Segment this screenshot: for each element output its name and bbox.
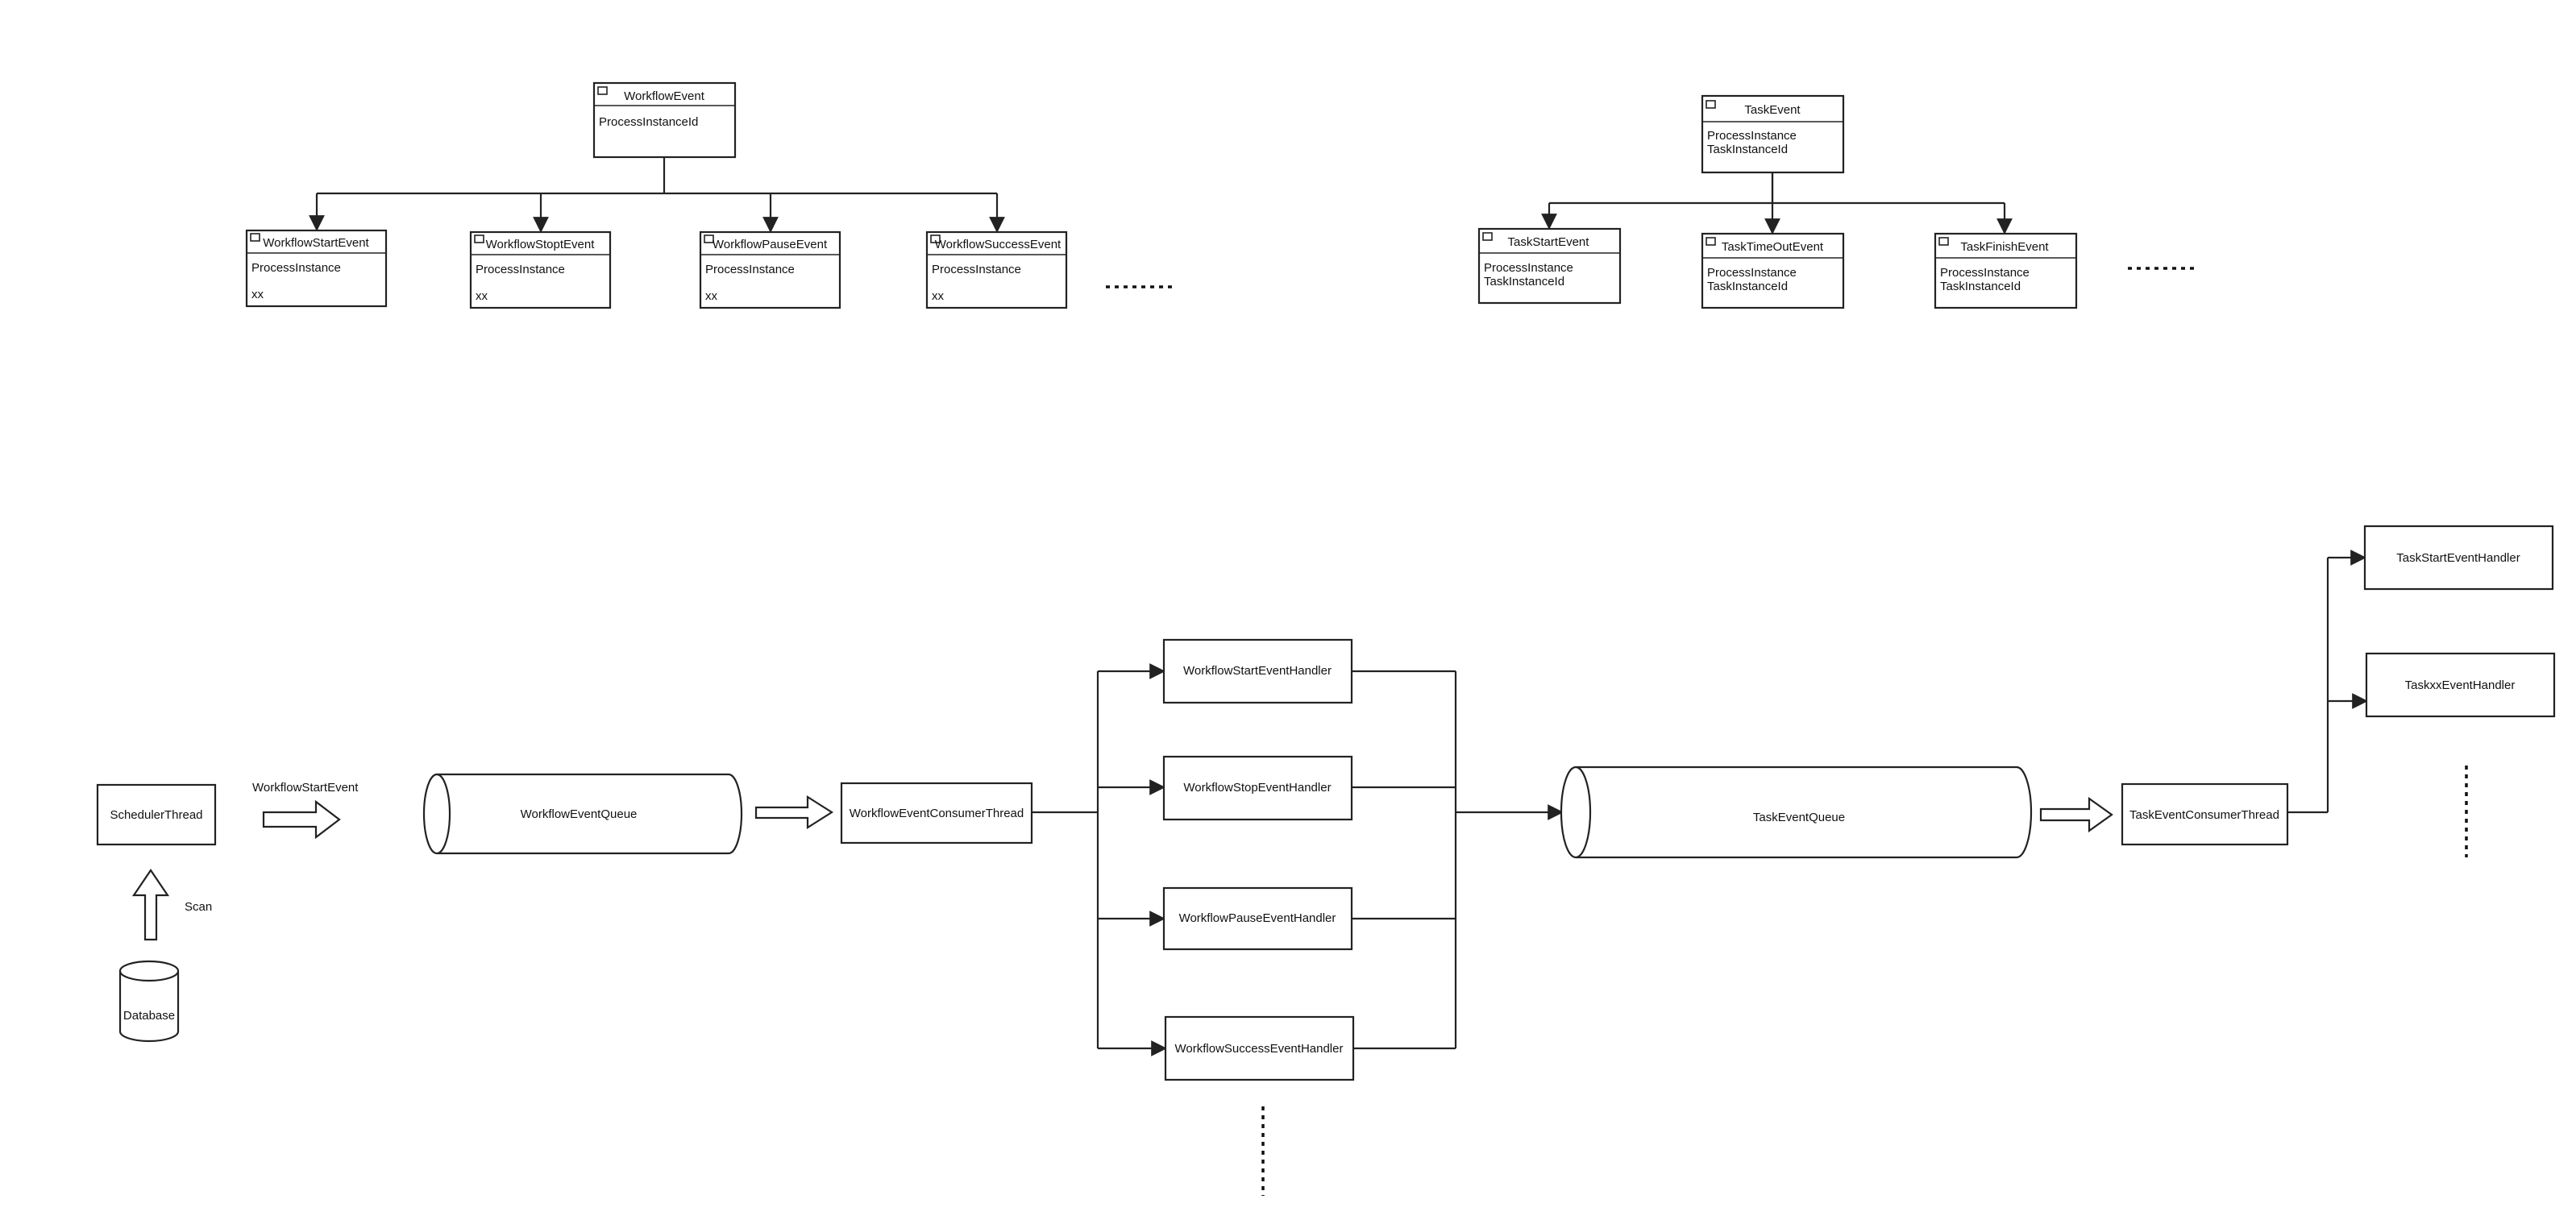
database-cylinder: Database: [118, 960, 180, 1043]
class-box-workflow-success-event: WorkflowSuccessEvent ProcessInstance xx: [925, 230, 1068, 309]
class-icon: [1938, 237, 1949, 246]
workflow-success-handler-node: WorkflowSuccessEventHandler: [1164, 1015, 1355, 1081]
class-box-task-finish-event: TaskFinishEvent ProcessInstance TaskInst…: [1934, 232, 2078, 309]
class-icon: [704, 234, 714, 243]
task-xx-handler-node: TaskxxEventHandler: [2365, 652, 2556, 718]
class-field: ProcessInstance: [932, 263, 1021, 276]
task-event-hierarchy: TaskEvent ProcessInstance TaskInstanceId…: [1477, 94, 2196, 309]
scheduler-thread-node: SchedulerThread: [96, 783, 217, 846]
class-box-workflow-event: WorkflowEvent ProcessInstanceId: [592, 81, 737, 159]
class-icon: [930, 234, 941, 243]
workflow-stop-handler-node: WorkflowStopEventHandler: [1162, 755, 1353, 821]
workflow-consumer-node: WorkflowEventConsumerThread: [840, 782, 1033, 844]
class-icon: [1706, 100, 1716, 109]
node-label: TaskEventConsumerThread: [2129, 808, 2279, 822]
node-label: SchedulerThread: [110, 808, 202, 822]
node-label: Database: [123, 1009, 175, 1023]
class-title: TaskFinishEvent: [1960, 240, 2049, 254]
event-flow: SchedulerThread Database Scan WorkflowSt…: [96, 525, 2556, 1196]
task-start-handler-node: TaskStartEventHandler: [2363, 525, 2554, 591]
right-arrow-icon: [2039, 796, 2113, 833]
edge-label: WorkflowStartEvent: [252, 781, 359, 795]
class-field: ProcessInstance: [1484, 261, 1573, 275]
class-title: WorkflowStoptEvent: [486, 238, 596, 251]
workflow-event-hierarchy: WorkflowEvent ProcessInstanceId Workflow…: [245, 81, 1175, 309]
class-field: xx: [932, 289, 945, 303]
right-arrow-icon: [754, 795, 834, 829]
class-field: xx: [705, 289, 718, 303]
class-field: xx: [476, 289, 488, 303]
class-box-task-start-event: TaskStartEvent ProcessInstance TaskInsta…: [1477, 227, 1622, 305]
class-title: WorkflowPauseEvent: [713, 238, 828, 251]
workflow-event-queue-cylinder: WorkflowEventQueue: [422, 773, 743, 855]
node-label: WorkflowPauseEventHandler: [1179, 911, 1336, 925]
class-title: WorkflowEvent: [624, 89, 705, 103]
class-box-task-timeout-event: TaskTimeOutEvent ProcessInstance TaskIns…: [1701, 232, 1845, 309]
right-arrow-icon: [262, 799, 341, 840]
class-title: WorkflowStartEvent: [263, 236, 369, 250]
task-event-queue-cylinder: TaskEventQueue: [1560, 766, 2033, 859]
class-field: TaskInstanceId: [1484, 275, 1564, 288]
node-label: WorkflowEventConsumerThread: [850, 807, 1024, 820]
node-label: WorkflowStopEventHandler: [1183, 781, 1331, 795]
class-field: ProcessInstance: [1707, 129, 1797, 143]
class-title: WorkflowSuccessEvent: [935, 238, 1062, 251]
workflow-start-handler-node: WorkflowStartEventHandler: [1162, 638, 1353, 704]
scan-label: Scan: [185, 900, 212, 914]
class-box-workflow-start-event: WorkflowStartEvent ProcessInstance xx: [245, 229, 388, 308]
class-field: ProcessInstance: [476, 263, 565, 276]
class-icon: [1706, 237, 1716, 246]
class-icon: [597, 86, 608, 95]
class-box-workflow-stop-event: WorkflowStoptEvent ProcessInstance xx: [469, 230, 612, 309]
class-field: TaskInstanceId: [1707, 143, 1788, 156]
up-arrow-icon: [131, 869, 170, 941]
node-label: TaskStartEventHandler: [2396, 551, 2520, 565]
class-icon: [250, 233, 260, 242]
class-box-task-event: TaskEvent ProcessInstance TaskInstanceId: [1701, 94, 1845, 174]
class-field: ProcessInstance: [251, 261, 341, 275]
node-label: WorkflowSuccessEventHandler: [1175, 1042, 1344, 1056]
class-field: xx: [251, 288, 264, 301]
class-title: TaskTimeOutEvent: [1722, 240, 1824, 254]
class-field: ProcessInstance: [1707, 266, 1797, 280]
class-field: ProcessInstanceId: [599, 115, 698, 129]
task-consumer-node: TaskEventConsumerThread: [2121, 782, 2289, 846]
class-icon: [474, 234, 484, 243]
class-box-workflow-pause-event: WorkflowPauseEvent ProcessInstance xx: [699, 230, 841, 309]
class-title: TaskStartEvent: [1508, 235, 1590, 249]
class-field: TaskInstanceId: [1707, 280, 1788, 293]
workflow-pause-handler-node: WorkflowPauseEventHandler: [1162, 886, 1353, 951]
class-field: ProcessInstance: [1940, 266, 2030, 280]
class-field: TaskInstanceId: [1940, 280, 2021, 293]
class-title: TaskEvent: [1744, 103, 1801, 117]
node-label: TaskEventQueue: [1753, 811, 1845, 824]
class-icon: [1482, 232, 1493, 241]
node-label: TaskxxEventHandler: [2405, 678, 2516, 692]
node-label: WorkflowEventQueue: [521, 807, 638, 821]
class-field: ProcessInstance: [705, 263, 795, 276]
node-label: WorkflowStartEventHandler: [1183, 664, 1332, 678]
